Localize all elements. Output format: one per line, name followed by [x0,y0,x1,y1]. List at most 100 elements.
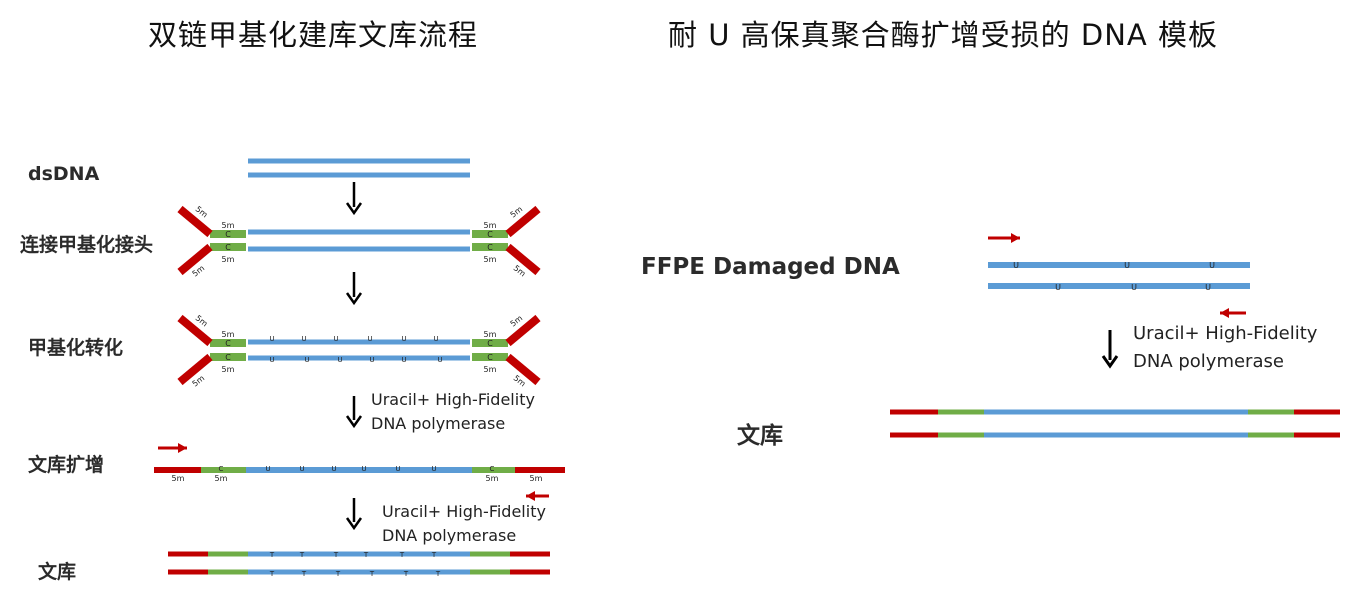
uracil-mark: U [395,465,400,473]
right-library-strand-blue [984,409,1248,415]
right-library-strand-green [1248,432,1294,438]
left-adapter-converted-5m: 5m [222,365,235,374]
right-adapter-red-arm [505,243,541,276]
left-library-strand-red [168,569,208,575]
uracil-mark: U [301,335,306,343]
uracil-mark: U [265,465,270,473]
right-library-strand-red [890,432,938,438]
uracil-mark: U [437,356,442,364]
flow-arrow-head [345,292,363,306]
right-library-strand-green [938,432,984,438]
thymine-mark: T [363,551,369,559]
step-label-dsdna: dsDNA [28,163,100,185]
uracil-mark: U [1209,261,1215,270]
right-adapter-converted-red-arm [505,314,541,347]
polymerase-note-line2: DNA polymerase [382,526,517,545]
polymerase-note-line1: Uracil+ High-Fidelity [371,390,535,409]
methyl-mark: 5m [486,474,499,483]
amp-blue [246,467,472,473]
right-adapter-red-arm [505,205,541,238]
methyl-mark: 5m [530,474,543,483]
converted-strand-top [248,339,470,345]
left-adapter-converted-c: C [225,339,231,348]
cytosine-mark: C [219,465,224,473]
thymine-mark: T [399,551,405,559]
thymine-mark: T [269,551,275,559]
left-library-strand-green [470,569,510,575]
right-adapter-c: C [487,230,493,239]
right-adapter-green [472,243,508,251]
step-label-library: 文库 [38,561,77,583]
thymine-mark: T [299,551,305,559]
amp-green-right [472,467,515,473]
uracil-mark: U [269,335,274,343]
left-adapter-converted-c: C [225,353,231,362]
ffpe-forward-primer-arrow-head [1011,233,1020,243]
library-label-right: 文库 [737,423,783,449]
left-library-strand-green [470,551,510,557]
methyl-mark: 5m [215,474,228,483]
converted-strand-bottom [248,355,470,361]
polymerase-note-amplify: Uracil+ High-Fidelity DNA polymerase [382,500,546,548]
polymerase-note-line1: Uracil+ High-Fidelity [1133,323,1318,344]
uracil-mark: U [431,465,436,473]
right-adapter-converted-c: C [487,353,493,362]
step-label-convert: 甲基化转化 [28,337,124,359]
left-library-strand-green [208,569,248,575]
left-adapter-converted-green [210,339,246,347]
uracil-mark: U [367,335,372,343]
dsdna-strand-bottom [248,172,470,178]
thymine-mark: T [403,570,409,578]
amp-red-left [154,467,201,473]
uracil-mark: U [337,356,342,364]
uracil-mark: U [269,356,274,364]
flow-arrow-head [345,517,363,531]
flow-arrow-head [345,415,363,429]
polymerase-note-right: Uracil+ High-Fidelity DNA polymerase [1133,320,1317,376]
left-library-strand-red [510,569,550,575]
polymerase-note-line2: DNA polymerase [1133,351,1284,372]
left-adapter-converted-red-arm [177,314,213,347]
ffpe-label: FFPE Damaged DNA [641,254,900,280]
left-library-strand-blue [248,569,470,575]
uracil-mark: U [361,465,366,473]
uracil-mark: U [1131,283,1137,292]
step-label-ligate: 连接甲基化接头 [20,234,154,256]
polymerase-note-line2: DNA polymerase [371,414,506,433]
left-adapter-green [210,243,246,251]
left-adapter-green [210,230,246,238]
left-library-strand-blue [248,551,470,557]
right-library-strand-red [1294,409,1340,415]
amp-red-right [515,467,565,473]
polymerase-note-convert: Uracil+ High-Fidelity DNA polymerase [371,388,535,436]
uracil-mark: U [333,335,338,343]
ffpe-strand-top [988,262,1250,268]
cytosine-mark: C [490,465,495,473]
uracil-mark: U [1124,261,1130,270]
right-adapter-converted-c: C [487,339,493,348]
uracil-mark: U [1055,283,1061,292]
uracil-mark: U [1205,283,1211,292]
right-library-strand-green [1248,409,1294,415]
right-adapter-5m: 5m [484,221,497,230]
uracil-mark: U [369,356,374,364]
right-adapter-5m: 5m [484,255,497,264]
flow-arrow-right-head [1101,355,1119,369]
left-adapter-converted-red-arm [177,353,213,386]
reverse-primer-arrow-head [526,491,535,501]
left-library-strand-red [510,551,550,557]
uracil-mark: U [1013,261,1019,270]
step-label-amplify: 文库扩增 [28,454,105,476]
right-library-strand-red [890,409,938,415]
right-library-strand-green [938,409,984,415]
right-adapter-converted-green [472,353,508,361]
left-library-strand-green [208,551,248,557]
dsdna-strand-top [248,158,470,164]
uracil-mark: U [401,335,406,343]
ffpe-reverse-primer-arrow-head [1220,308,1229,318]
ligated-strand-bottom [248,246,470,252]
uracil-mark: U [401,356,406,364]
thymine-mark: T [269,570,275,578]
left-adapter-c: C [225,243,231,252]
